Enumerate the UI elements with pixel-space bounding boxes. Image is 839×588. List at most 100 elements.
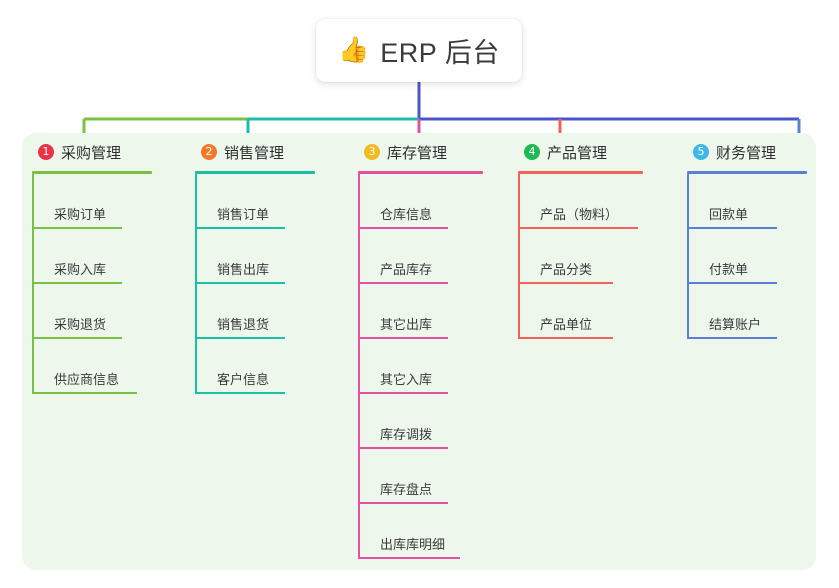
menu-item[interactable]: 其它入库 [358, 339, 508, 394]
menu-item[interactable]: 客户信息 [195, 339, 335, 394]
column-销售管理: 2 销售管理销售订单销售出库销售退货客户信息 [185, 133, 335, 394]
menu-item[interactable]: 销售订单 [195, 174, 335, 229]
menu-item[interactable]: 库存调拨 [358, 394, 508, 449]
column-title: 产品管理 [547, 144, 608, 162]
menu-item-rule [32, 392, 137, 394]
column-header-rule [195, 171, 315, 174]
column-header[interactable]: 5 财务管理 [677, 133, 817, 171]
menu-item-rule [195, 282, 285, 284]
menu-item-rule [358, 557, 460, 559]
menu-item-label: 客户信息 [217, 372, 270, 387]
menu-item-rule [195, 392, 285, 394]
column-header[interactable]: 1 采购管理 [22, 133, 172, 171]
menu-item-label: 其它出库 [380, 317, 433, 332]
column-header-rule [687, 171, 807, 174]
menu-item-label: 结算账户 [709, 317, 762, 332]
menu-item[interactable]: 库存盘点 [358, 449, 508, 504]
column-container: 1 采购管理采购订单采购入库采购退货供应商信息 2 销售管理销售订单销售出库销售退货客… [22, 133, 816, 570]
menu-item-rule [518, 282, 613, 284]
menu-item[interactable]: 产品（物料） [518, 174, 673, 229]
menu-item[interactable]: 采购入库 [32, 229, 172, 284]
menu-item-rule [32, 227, 122, 229]
menu-item-rule [358, 502, 448, 504]
menu-item-rule [195, 227, 285, 229]
menu-item-label: 出库库明细 [380, 537, 446, 552]
menu-item-rule [358, 227, 448, 229]
column-items: 销售订单销售出库销售退货客户信息 [195, 174, 335, 394]
column-spine [687, 174, 689, 339]
menu-item[interactable]: 仓库信息 [358, 174, 508, 229]
column-header-rule [32, 171, 152, 174]
root-node-title: ERP 后台 [380, 38, 500, 68]
menu-item-label: 销售退货 [217, 317, 270, 332]
menu-item-label: 销售订单 [217, 207, 270, 222]
menu-item-rule [518, 227, 638, 229]
column-title: 采购管理 [61, 144, 122, 162]
menu-item-label: 供应商信息 [54, 372, 120, 387]
menu-item-rule [687, 227, 777, 229]
menu-item-label: 产品库存 [380, 262, 433, 277]
column-items: 采购订单采购入库采购退货供应商信息 [32, 174, 172, 394]
column-spine [518, 174, 520, 339]
menu-item[interactable]: 回款单 [687, 174, 817, 229]
column-header[interactable]: 4 产品管理 [508, 133, 673, 171]
column-header[interactable]: 2 销售管理 [185, 133, 335, 171]
menu-item-label: 库存调拨 [380, 427, 433, 442]
thumbs-up-icon: 👍 [338, 36, 370, 64]
column-采购管理: 1 采购管理采购订单采购入库采购退货供应商信息 [22, 133, 172, 394]
menu-item[interactable]: 采购订单 [32, 174, 172, 229]
menu-item-label: 销售出库 [217, 262, 270, 277]
column-number-badge: 1 [38, 144, 54, 160]
menu-item-rule [358, 392, 448, 394]
menu-item-rule [32, 282, 122, 284]
menu-item-label: 采购退货 [54, 317, 107, 332]
mindmap-panel [22, 133, 816, 570]
menu-item-rule [358, 337, 448, 339]
column-spine [358, 174, 360, 559]
menu-item-label: 采购订单 [54, 207, 107, 222]
column-items: 仓库信息产品库存其它出库其它入库库存调拨库存盘点出库库明细 [358, 174, 508, 559]
menu-item-rule [687, 282, 777, 284]
menu-item-label: 库存盘点 [380, 482, 433, 497]
menu-item-label: 产品单位 [540, 317, 593, 332]
menu-item-label: 采购入库 [54, 262, 107, 277]
column-title: 财务管理 [716, 144, 777, 162]
root-node-card[interactable]: 👍 ERP 后台 [316, 19, 522, 82]
menu-item[interactable]: 出库库明细 [358, 504, 508, 559]
column-财务管理: 5 财务管理回款单付款单结算账户 [677, 133, 817, 339]
menu-item-rule [358, 447, 448, 449]
menu-item-label: 回款单 [709, 207, 749, 222]
column-number-badge: 2 [201, 144, 217, 160]
menu-item-label: 产品分类 [540, 262, 593, 277]
menu-item[interactable]: 采购退货 [32, 284, 172, 339]
column-items: 产品（物料） 产品分类产品单位 [518, 174, 673, 339]
menu-item[interactable]: 其它出库 [358, 284, 508, 339]
menu-item-rule [687, 337, 777, 339]
column-spine [32, 174, 34, 394]
menu-item[interactable]: 销售退货 [195, 284, 335, 339]
column-产品管理: 4 产品管理产品（物料） 产品分类产品单位 [508, 133, 673, 339]
menu-item-label: 产品（物料） [540, 207, 619, 222]
menu-item-label: 付款单 [709, 262, 749, 277]
menu-item[interactable]: 结算账户 [687, 284, 817, 339]
menu-item-rule [32, 337, 122, 339]
menu-item[interactable]: 供应商信息 [32, 339, 172, 394]
menu-item-rule [195, 337, 285, 339]
menu-item[interactable]: 付款单 [687, 229, 817, 284]
column-number-badge: 4 [524, 144, 540, 160]
menu-item-label: 仓库信息 [380, 207, 433, 222]
column-number-badge: 5 [693, 144, 709, 160]
menu-item[interactable]: 产品单位 [518, 284, 673, 339]
menu-item[interactable]: 产品库存 [358, 229, 508, 284]
menu-item[interactable]: 产品分类 [518, 229, 673, 284]
menu-item-rule [358, 282, 448, 284]
column-spine [195, 174, 197, 394]
menu-item-rule [518, 337, 613, 339]
menu-item-label: 其它入库 [380, 372, 433, 387]
column-title: 销售管理 [224, 144, 285, 162]
menu-item[interactable]: 销售出库 [195, 229, 335, 284]
column-number-badge: 3 [364, 144, 380, 160]
